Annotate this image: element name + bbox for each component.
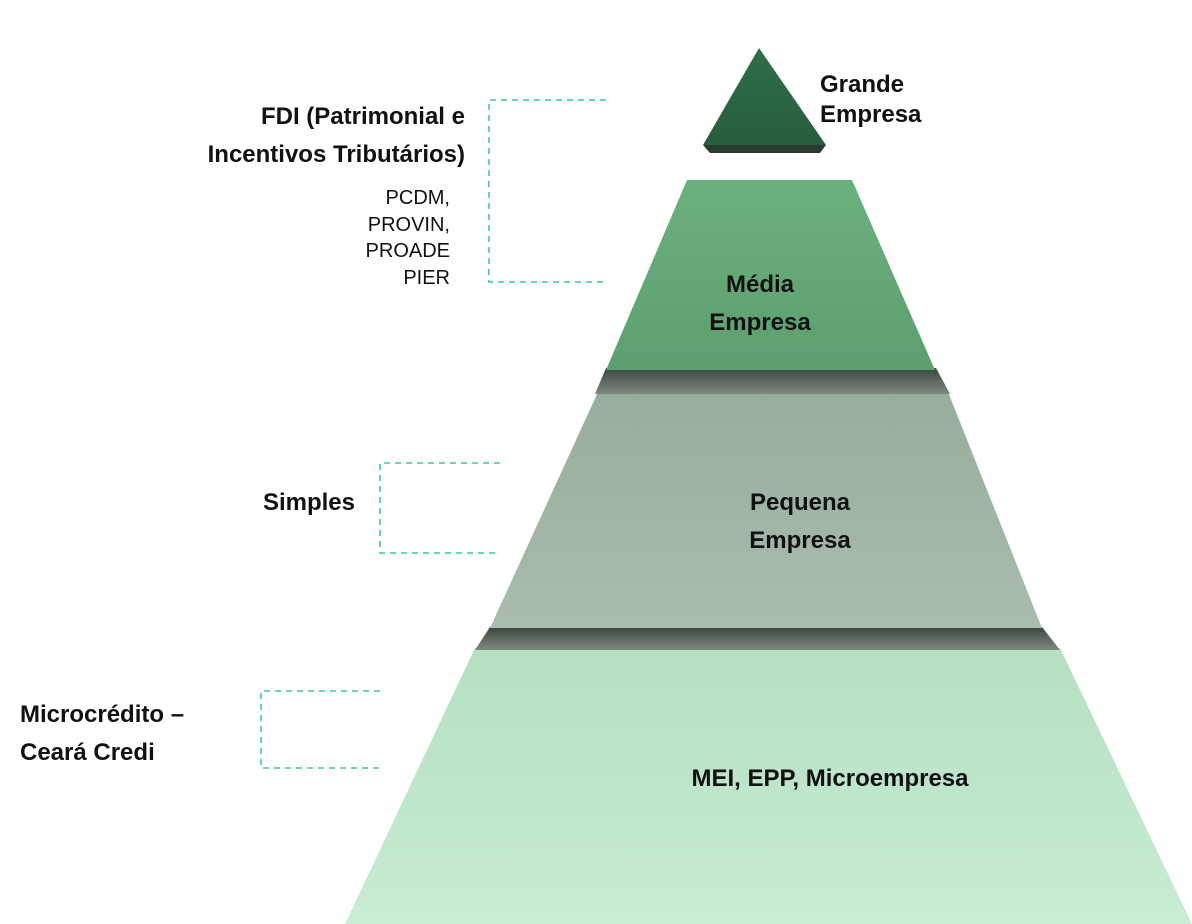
tier-pequena-shape — [490, 392, 1042, 628]
fdi-program-item: PIER — [403, 266, 450, 289]
tier-media-label-line: Média — [725, 271, 794, 298]
tier-pequena-label-line: Pequena — [749, 489, 851, 516]
tier-separator — [475, 627, 1060, 650]
bracket-microcredito — [260, 690, 380, 769]
tier-micro-shape — [345, 648, 1192, 924]
tier-separator — [703, 145, 826, 153]
fdi-program-item: PROADE — [365, 240, 450, 262]
tier-media-label-line: Empresa — [709, 309, 811, 336]
bracket-simples — [379, 462, 500, 554]
tier-media-label: Média Empresa — [650, 266, 870, 342]
tier-grande-shape — [703, 48, 826, 145]
fdi-title-line: Incentivos Tributários) — [207, 141, 465, 168]
microcredito-annotation: Microcrédito – Ceará Credi — [20, 696, 260, 772]
fdi-program-list: PCDM, PROVIN, PROADE PIER — [250, 185, 450, 291]
tier-micro-label-line: MEI, EPP, Microempresa — [691, 765, 969, 792]
tier-separator — [595, 368, 950, 394]
fdi-annotation-title: FDI (Patrimonial e Incentivos Tributário… — [100, 98, 465, 174]
tier-pequena-label: Pequena Empresa — [680, 484, 920, 560]
bracket-fdi — [488, 99, 606, 283]
tier-grande-label: Grande Empresa — [820, 70, 1000, 130]
microcredito-line: Microcrédito – — [20, 701, 185, 728]
fdi-program-item: PCDM, — [385, 187, 450, 209]
tier-media-shape — [606, 180, 935, 370]
fdi-program-item: PROVIN, — [367, 213, 450, 236]
microcredito-line: Ceará Credi — [20, 739, 155, 766]
tier-pequena-label-line: Empresa — [749, 527, 851, 554]
tier-micro-label: MEI, EPP, Microempresa — [560, 760, 1100, 798]
simples-annotation: Simples — [262, 489, 355, 516]
tier-grande-label-line: Grande — [820, 71, 905, 98]
tier-grande-label-line: Empresa — [820, 101, 922, 128]
fdi-title-line: FDI (Patrimonial e — [260, 103, 465, 130]
